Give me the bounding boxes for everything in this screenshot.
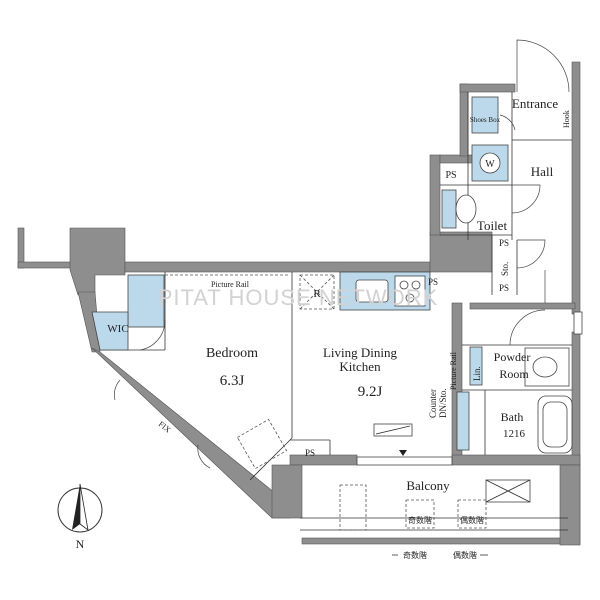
label-entrance: Entrance bbox=[512, 96, 558, 111]
label-powder-2: Room bbox=[499, 367, 529, 381]
compass-needle-icon bbox=[72, 484, 80, 530]
bedroom-angled-partition bbox=[249, 437, 293, 481]
label-lin: Lin. bbox=[472, 366, 482, 381]
wall-left-stub-bottom bbox=[17, 261, 74, 269]
label-hook: Hook bbox=[562, 110, 571, 128]
label-ps-4: PS bbox=[428, 277, 438, 287]
wall-top-main bbox=[124, 261, 431, 273]
linen-cabinet bbox=[469, 346, 483, 386]
toilet-door bbox=[511, 184, 541, 214]
compass-north-label: N bbox=[76, 537, 85, 551]
label-ps-5: PS bbox=[305, 448, 315, 458]
wall-angled bbox=[91, 347, 291, 519]
shoes-box bbox=[471, 96, 499, 134]
watermark: PITAT HOUSE NETWORK bbox=[158, 285, 439, 310]
fridge-cross-2 bbox=[299, 274, 335, 310]
label-ldk-size: 9.2J bbox=[358, 384, 383, 400]
label-ldk-line2: Kitchen bbox=[339, 359, 381, 374]
wall-balcony-right bbox=[559, 464, 581, 546]
label-counter: Counter bbox=[428, 389, 438, 418]
label-shoes-box: Shoes Box bbox=[470, 116, 501, 124]
wall-right-upper bbox=[571, 61, 581, 315]
bathtub-inner bbox=[542, 401, 568, 448]
label-ps-3: PS bbox=[499, 283, 509, 293]
sto-door bbox=[516, 239, 546, 269]
wall-entrance-left bbox=[459, 83, 469, 157]
labels: Entrance Hook Shoes Box Hall PS W Toilet… bbox=[107, 96, 571, 560]
burner-3-icon bbox=[405, 293, 415, 303]
burner-2-icon bbox=[411, 280, 421, 290]
wall-corner-block bbox=[429, 231, 493, 273]
label-dn-sto: DN/Sto. bbox=[438, 388, 448, 418]
wic-storage bbox=[127, 274, 165, 328]
shoes-door bbox=[499, 114, 516, 131]
label-toilet: Toilet bbox=[477, 218, 508, 233]
bedroom-window-door-1 bbox=[114, 379, 121, 401]
fixtures bbox=[91, 96, 573, 531]
toilet-bowl-icon bbox=[455, 194, 477, 224]
powder-door bbox=[509, 309, 546, 346]
wall-balcony-left bbox=[271, 464, 303, 519]
compass-needle-half-icon bbox=[79, 483, 89, 531]
label-balcony: Balcony bbox=[406, 478, 450, 493]
label-ldk-line1: Living Dining bbox=[323, 345, 398, 360]
wall-left-column bbox=[69, 227, 126, 296]
label-ps-2: PS bbox=[499, 238, 509, 248]
wic-storage-lower bbox=[91, 311, 129, 351]
balcony-window bbox=[356, 456, 453, 466]
label-sto: Sto. bbox=[500, 262, 510, 276]
washer-drum-icon bbox=[479, 152, 501, 174]
bedroom-dashed-box bbox=[236, 418, 288, 470]
label-picture-rail-ldk: Picture Rail bbox=[449, 351, 458, 390]
wall-toilet-left bbox=[429, 154, 441, 236]
wic-door bbox=[139, 319, 166, 351]
label-washer: W bbox=[485, 159, 495, 170]
label-bath-size: 1216 bbox=[503, 428, 526, 440]
wall-ldk-bottom-left bbox=[289, 454, 358, 466]
floor-vent-line bbox=[375, 425, 411, 435]
side-window bbox=[573, 311, 583, 335]
doors bbox=[114, 39, 583, 469]
burner-1-icon bbox=[399, 280, 409, 290]
wall-balcony-bottom bbox=[301, 537, 569, 545]
label-even-floor-bottom: 偶数階 bbox=[453, 550, 477, 560]
hatch-cross-2 bbox=[485, 479, 531, 503]
compass: N bbox=[57, 483, 103, 551]
vanity-basin-icon bbox=[532, 356, 558, 378]
wall-hall-bath bbox=[469, 302, 576, 310]
fridge-cross-1 bbox=[299, 274, 335, 310]
label-wic: WIC bbox=[107, 323, 128, 335]
label-powder-1: Powder bbox=[494, 350, 531, 364]
label-bath: Bath bbox=[501, 410, 524, 424]
sink-icon bbox=[355, 279, 389, 303]
balcony-ac-unit bbox=[339, 484, 367, 531]
label-hall: Hall bbox=[531, 164, 554, 179]
counter-storage bbox=[456, 391, 470, 451]
toilet-tank bbox=[441, 189, 457, 229]
wall-ldk-bottom-right bbox=[451, 454, 581, 466]
wall-entrance-top bbox=[459, 83, 516, 93]
fridge-space bbox=[299, 274, 335, 310]
bedroom-window-door-2 bbox=[197, 444, 211, 469]
odd-floor-box bbox=[405, 499, 435, 529]
label-odd-floor: 奇数階 bbox=[408, 515, 432, 525]
label-fridge: R bbox=[313, 288, 321, 300]
label-picture-rail-bedroom: Picture Rail bbox=[211, 280, 250, 289]
label-ps-1: PS bbox=[445, 170, 456, 181]
entrance-door bbox=[516, 39, 570, 93]
even-floor-box bbox=[457, 499, 487, 529]
label-bedroom: Bedroom bbox=[206, 346, 258, 361]
label-even-floor: 偶数階 bbox=[460, 515, 484, 525]
label-bedroom-size: 6.3J bbox=[220, 373, 245, 389]
window-marker bbox=[399, 450, 407, 456]
label-odd-floor-bottom: 奇数階 bbox=[403, 550, 427, 560]
